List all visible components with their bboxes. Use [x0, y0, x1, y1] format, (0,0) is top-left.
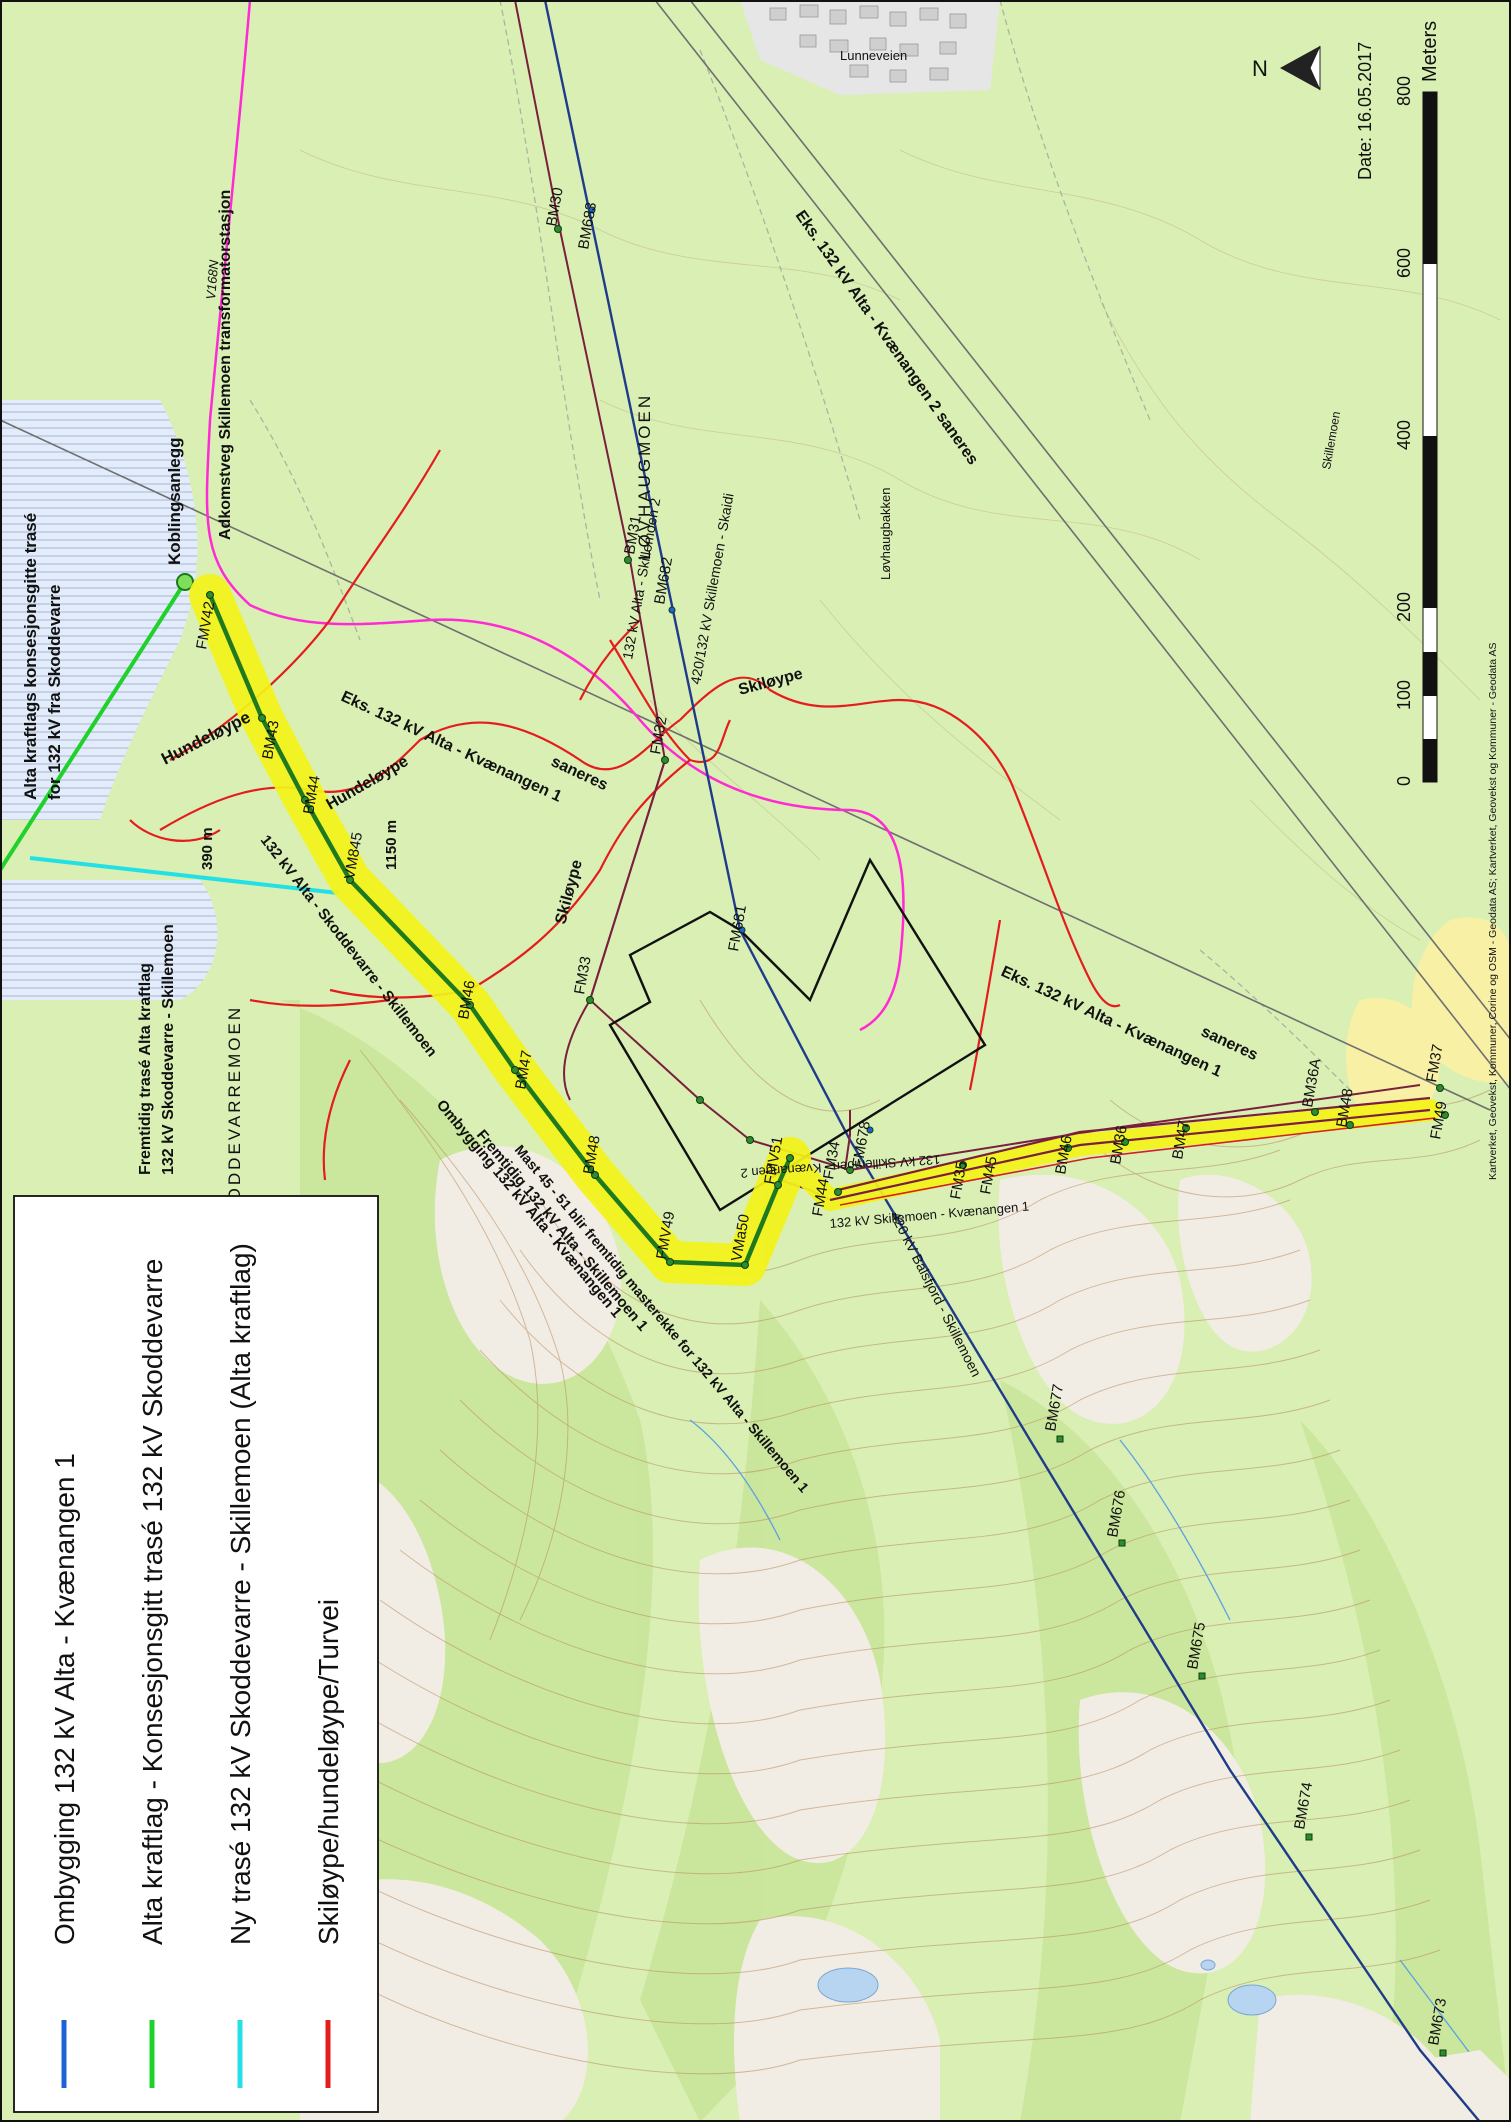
pt-bm30: BM30 — [543, 186, 567, 228]
legend-item-nytrase: Ny trasé 132 kV Skoddevarre - Skillemoen… — [225, 1243, 256, 2088]
legend-label-nytrase: Ny trasé 132 kV Skoddevarre - Skillemoen… — [225, 1243, 256, 1945]
pt-bm43: BM43 — [259, 719, 283, 761]
pt-fm44: FM44 — [809, 1177, 832, 1218]
pt-bm48b: BM48 — [1333, 1087, 1357, 1129]
koblingsanlegg-node[interactable] — [176, 573, 194, 591]
ann-dist-1150: 1150 m — [383, 820, 400, 870]
scale-tick-200: 200 — [1394, 592, 1414, 622]
map-credits: Kartverket, Geovekst, Kommuner, Corine o… — [1487, 643, 1499, 1181]
ann-dist-390: 390 m — [199, 827, 216, 870]
ann-adkomstveg: Adkomstveg Skillemoen transformatorstasj… — [217, 190, 234, 540]
pt-fm37: FM37 — [1423, 1043, 1446, 1084]
ski-trails — [129, 449, 1121, 1181]
marsh-areas — [0, 400, 218, 1000]
pt-bm46: BM46 — [455, 979, 479, 1021]
legend-item-alta: Alta kraftlag - Konsesjonsgitt trasé 132… — [137, 1259, 168, 2088]
legend-label-ski: Skiløype/hundeløype/Turvei — [313, 1599, 344, 1945]
pt-bm47b: BM47 — [1169, 1119, 1193, 1161]
point-labels: BM30 BM683 BM31 BM682 FM32 FM681 FM33 FM… — [193, 186, 1450, 2047]
pt-fm33: FM33 — [571, 955, 594, 996]
lakes — [817, 1959, 1277, 2016]
legend-item-ombygging: Ombygging 132 kV Alta - Kvænangen 1 — [49, 1453, 80, 2088]
substation-boundary — [608, 857, 987, 1212]
pt-fm35: FM35 — [947, 1160, 970, 1201]
scale-tick-600: 600 — [1394, 248, 1414, 278]
north-arrow: N — [1252, 45, 1321, 91]
pt-bm46b: BM46 — [1052, 1134, 1076, 1176]
scale-unit: Meters — [1419, 21, 1441, 82]
pt-fm32: FM32 — [647, 715, 670, 756]
existing-lines-grey — [0, 0, 1511, 1111]
place-lunneveien: Lunneveien — [840, 48, 907, 63]
legend-label-ombygging: Ombygging 132 kV Alta - Kvænangen 1 — [49, 1453, 80, 1945]
access-road — [205, 0, 905, 1032]
place-lovhaugmoen: LØVHAUGMOEN — [635, 393, 654, 560]
alta-kraftlag-lines — [0, 580, 339, 895]
pt-fm34: FM34 — [820, 1140, 843, 1181]
ann-fremtidig-2: 132 kV Skoddevarre - Skillemoen — [160, 924, 177, 1175]
pt-bm44: BM44 — [300, 774, 324, 816]
scale-bar: Meters 0 100 200 400 600 800 — [1394, 21, 1441, 786]
pt-bm48a: BM48 — [580, 1134, 604, 1176]
pt-bm31: BM31 — [621, 514, 645, 556]
pt-fm49: FM49 — [1427, 1100, 1450, 1141]
road-label-v168n: V168N — [203, 259, 221, 301]
legend-item-ski: Skiløype/hundeløype/Turvei — [313, 1599, 344, 2088]
north-arrow-label: N — [1252, 56, 1268, 81]
tower-points — [206, 206, 1449, 2057]
scale-tick-800: 800 — [1394, 76, 1414, 106]
ann-koblingsanlegg: Koblingsanlegg — [165, 438, 184, 566]
map-date: Date: 16.05.2017 — [1355, 42, 1375, 180]
legend-label-alta: Alta kraftlag - Konsesjonsgitt trasé 132… — [137, 1259, 168, 1945]
ann-alta-conc-1: Alta kraftlags konsesjonsgitte trasé — [21, 513, 40, 800]
ann-alta-conc-2: for 132 kV fra Skoddevarre — [45, 585, 64, 800]
place-lovhaugbakken: Løvhaugbakken — [878, 487, 893, 580]
scale-tick-0: 0 — [1394, 776, 1414, 786]
pt-bm47: BM47 — [512, 1049, 536, 1091]
urban-area: Lunneveien — [740, 0, 1000, 95]
pt-fm45: FM45 — [977, 1155, 1000, 1196]
line-132kv — [514, 0, 1421, 1201]
legend: Ombygging 132 kV Alta - Kvænangen 1 Alta… — [13, 1195, 379, 2113]
pt-bm36: BM36 — [1107, 1124, 1131, 1166]
scale-tick-100: 100 — [1394, 680, 1414, 710]
ann-fremtidig-1: Fremtidig trasé Alta kraftlag — [137, 963, 154, 1175]
place-skoddevarremoen: SKODDEVARREMOEN — [225, 1005, 244, 1230]
scale-tick-400: 400 — [1394, 420, 1414, 450]
